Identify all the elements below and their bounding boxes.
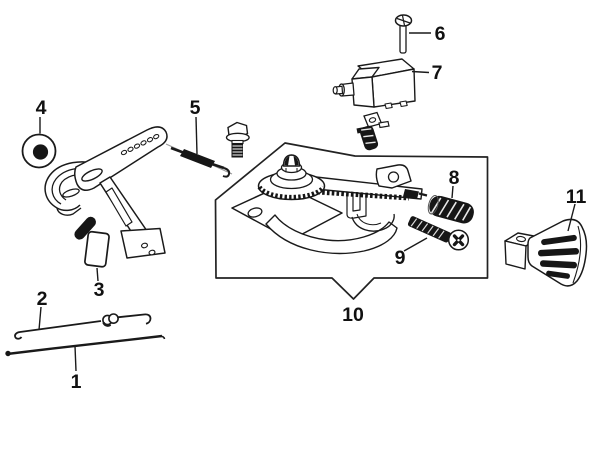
callout-8: 8: [449, 167, 460, 189]
part-7-switch: [332, 58, 416, 110]
leader-line-8: [451, 185, 454, 199]
part-5-pin: [165, 143, 233, 178]
callout-3: 3: [94, 279, 105, 301]
leader-lines: [38, 32, 576, 372]
cable-end-pin: [74, 216, 96, 240]
callout-6: 6: [435, 23, 446, 45]
part-10-group-box: [214, 142, 489, 300]
part-2-spring-rod: [14, 313, 152, 340]
flange-bolt: [225, 121, 250, 158]
part-6-screw: [394, 14, 413, 54]
callout-1: 1: [71, 371, 82, 393]
leader-line-2: [38, 306, 42, 331]
leader-line-3: [96, 267, 99, 282]
callout-7: 7: [432, 62, 443, 84]
leader-line-1: [74, 345, 77, 372]
control-lever-assembly: [44, 126, 168, 259]
callout-4: 4: [36, 97, 47, 119]
part-10-control-assembly: [231, 154, 428, 255]
terminal-spring: [356, 111, 390, 151]
callout-11: 11: [566, 186, 587, 208]
part-11-knob: [504, 218, 588, 287]
part-8-spring: [427, 194, 474, 224]
part-3-cap: [84, 230, 110, 268]
callout-9: 9: [395, 247, 406, 269]
part-4-washer: [21, 133, 57, 169]
part-9-screw: [407, 216, 470, 251]
callout-2: 2: [37, 288, 48, 310]
leader-line-7: [411, 70, 430, 74]
part-1-rod: [5, 334, 166, 357]
leader-line-9: [403, 237, 428, 252]
callout-10: 10: [342, 304, 364, 326]
callout-5: 5: [190, 97, 201, 119]
leader-line-11: [567, 203, 576, 232]
leader-line-5: [195, 116, 198, 155]
